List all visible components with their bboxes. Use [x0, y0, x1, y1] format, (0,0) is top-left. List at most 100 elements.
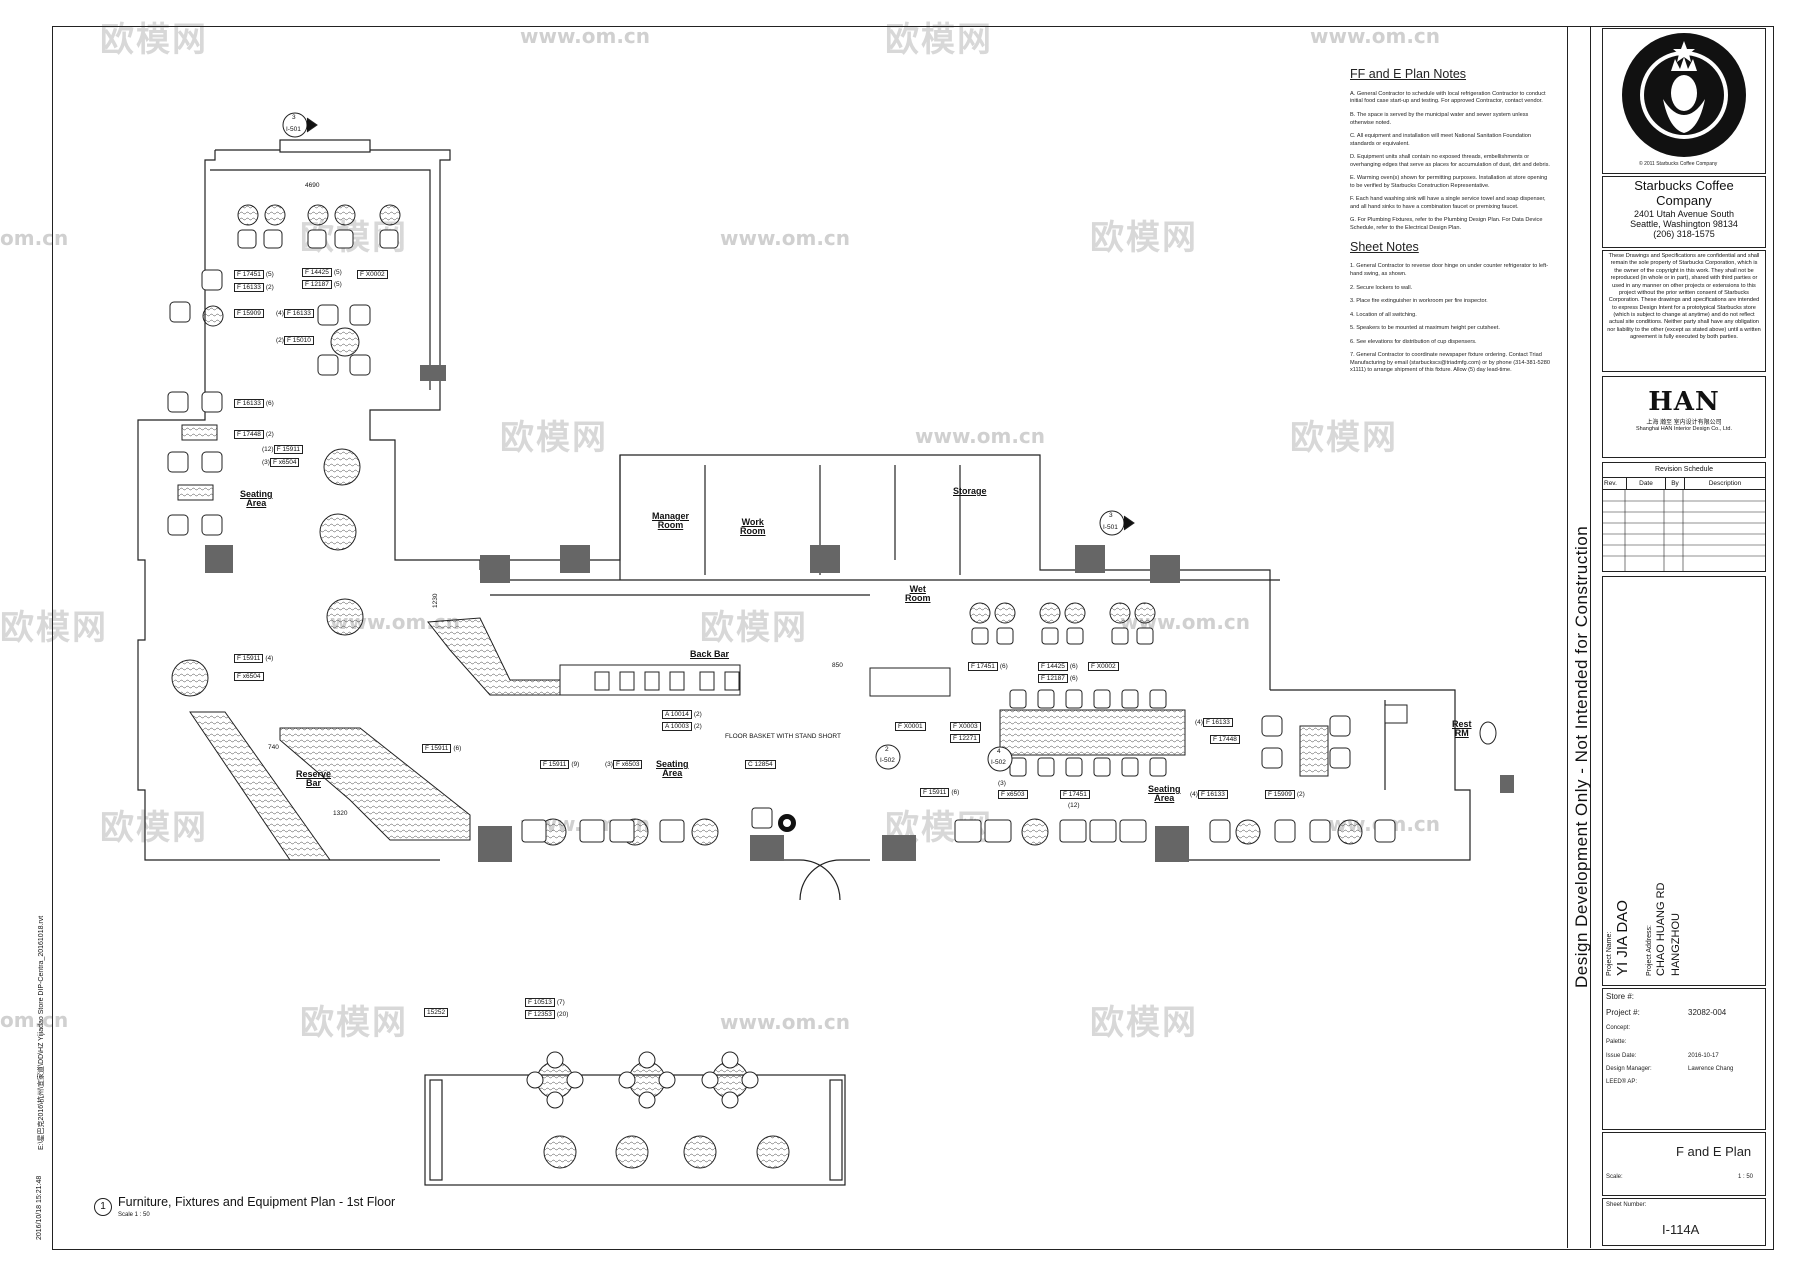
revision-title: Revision Schedule [1603, 463, 1765, 478]
equipment-tag: F 16133(2) [234, 283, 274, 292]
design-manager: Lawrence Chang [1688, 1066, 1734, 1072]
equipment-tag: (2)F 15010 [276, 336, 316, 345]
project-info-box [1602, 988, 1766, 1130]
scale-value: 1 : 50 [1738, 1174, 1754, 1180]
sheet-note: 2. Secure lockers to wall. [1350, 284, 1413, 291]
room-label-rest-rm: Rest RM [1452, 719, 1472, 739]
sheet-title-box [1602, 1132, 1766, 1196]
ffe-note: E. Warming oven(s) shown for permitting … [1350, 175, 1548, 189]
project-address-label: Project Address: [1646, 925, 1653, 976]
room-label-seating-area-mid: Seating Area [656, 759, 689, 779]
equipment-tag: F x6503 [998, 790, 1030, 799]
equipment-tag: (3) [998, 780, 1006, 787]
floor-basket-note: FLOOR BASKET WITH STAND SHORT [725, 733, 841, 740]
title-block-divider [1567, 26, 1568, 1248]
sheet-notes-title: Sheet Notes [1350, 239, 1419, 254]
project-name-label: Project Name: [1606, 931, 1613, 976]
equipment-tag: A 10003(2) [662, 722, 702, 731]
file-path: E:\星巴克2016\杭州\宜家道\DD\HZ Yijiadao Store D… [38, 915, 45, 1150]
watermark-url: om.cn [0, 226, 69, 250]
watermark: 欧模网 [1090, 1003, 1198, 1043]
sheet-note: 5. Speakers to be mounted at maximum hei… [1350, 325, 1500, 332]
watermark: 欧模网 [300, 1003, 408, 1043]
equipment-tag: F 12187(6) [1038, 674, 1078, 683]
equipment-tag: F X0002 [1088, 662, 1121, 671]
equipment-tag: F 15911(4) [234, 654, 273, 663]
company-address-2: Seattle, Washington 98134 [1630, 218, 1738, 229]
concept-label: Concept: [1606, 1025, 1631, 1031]
timestamp: 2016/10/18 15:21:48 [36, 1175, 43, 1240]
dimension-vertical: 1230 [432, 593, 439, 608]
ffe-note: A. General Contractor to schedule with l… [1350, 90, 1546, 105]
equipment-tag: F 17451(6) [968, 662, 1008, 671]
sheet-note: 4. Location of all switching. [1350, 311, 1417, 318]
room-label-wet-room: Wet Room [905, 584, 931, 604]
sheet-note: 7. General Contractor to coordinate news… [1350, 352, 1550, 374]
watermark: 欧模网 [100, 808, 208, 848]
equipment-tag: F X0002 [357, 270, 390, 279]
disclaimer-text: These Drawings and Specifications are co… [1607, 253, 1761, 341]
equipment-tag: F 16133(6) [234, 399, 274, 408]
equipment-tag: A 10014(2) [662, 710, 702, 719]
sheet-number-box [1602, 1198, 1766, 1246]
equipment-tag: F X0003 [950, 722, 983, 731]
project-address-2: HANGZHOU [1670, 913, 1682, 976]
dimension-top: 4690 [305, 182, 320, 189]
equipment-tag: F 17448(2) [234, 430, 274, 439]
scale-label: Scale: [1606, 1174, 1623, 1180]
watermark: 欧模网 [700, 608, 808, 648]
equipment-tag: F 15909(2) [1265, 790, 1305, 799]
ffe-note: D. Equipment units shall contain no expo… [1350, 154, 1550, 168]
equipment-tag: F x6504 [234, 672, 266, 681]
room-label-seating-area-right: Seating Area [1148, 784, 1181, 804]
watermark-url: om.cn [0, 1008, 69, 1032]
watermark: 欧模网 [1090, 218, 1198, 258]
equipment-tag: C 12854 [745, 760, 778, 769]
company-address-1: 2401 Utah Avenue South [1634, 208, 1734, 219]
han-subtitle-en: Shanghai HAN Interior Design Co., Ltd. [1636, 426, 1732, 432]
starbucks-logo-box: © 2011 Starbucks Coffee Company [1602, 28, 1766, 174]
sheet-number-label: Sheet Number: [1606, 1202, 1647, 1208]
plan-title: Furniture, Fixtures and Equipment Plan -… [118, 1195, 396, 1209]
equipment-tag: (4)F 16133 [1190, 790, 1230, 799]
han-logo: HAN [1648, 387, 1720, 417]
room-label-work-room: Work Room [740, 517, 766, 537]
equipment-tag: 15252 [424, 1008, 450, 1017]
section-mark-num: 3 [1109, 512, 1113, 519]
equipment-tag: F 14425(5) [302, 268, 342, 277]
project-name: YI JIA DAO [1614, 900, 1631, 976]
watermark: 欧模网 [1290, 418, 1398, 458]
revision-col: Rev. [1603, 478, 1627, 489]
section-mark-sheet: I-501 [1103, 524, 1118, 531]
sheet-title: F and E Plan [1676, 1144, 1752, 1159]
equipment-tag: F 17451(5) [234, 270, 274, 279]
title-block-divider [1590, 26, 1591, 1248]
watermark: 欧模网 [500, 418, 608, 458]
project-num: 32082-004 [1688, 1008, 1727, 1017]
revision-grid [1603, 490, 1765, 572]
palette-label: Palette: [1606, 1039, 1627, 1045]
section-mark-sheet: I-502 [880, 757, 895, 764]
room-label-reserve-bar: Reserve Bar [296, 769, 332, 789]
equipment-tag: F 17448 [1210, 735, 1242, 744]
revision-col: Date [1627, 478, 1666, 489]
section-mark-sheet: I-501 [286, 126, 301, 133]
logo-copyright: © 2011 Starbucks Coffee Company [1639, 161, 1718, 167]
project-name-box [1602, 576, 1766, 986]
project-address-1: CHAO HUANG RD [1655, 882, 1667, 976]
equipment-tag: F 15911(9) [540, 760, 579, 769]
equipment-tag: F 17451 [1060, 790, 1092, 799]
equipment-tag: (12) [1068, 802, 1080, 809]
watermark-url: www.om.cn [720, 1010, 851, 1034]
equipment-tag: F 15911(6) [920, 788, 959, 797]
revision-col: Description [1708, 480, 1742, 487]
han-logo-box: HAN 上海 瀚至 室内设计有限公司 Shanghai HAN Interior… [1602, 376, 1766, 458]
sheet-note: 1. General Contractor to reverse door hi… [1350, 263, 1549, 277]
watermark-url: www.om.cn [1310, 24, 1441, 48]
room-label-back-bar: Back Bar [690, 649, 730, 659]
company-phone: (206) 318-1575 [1653, 228, 1715, 239]
watermark-url: www.om.cn [915, 424, 1046, 448]
sheet-note: 6. See elevations for distribution of cu… [1350, 338, 1477, 345]
watermark-url: www.om.cn [720, 226, 851, 250]
